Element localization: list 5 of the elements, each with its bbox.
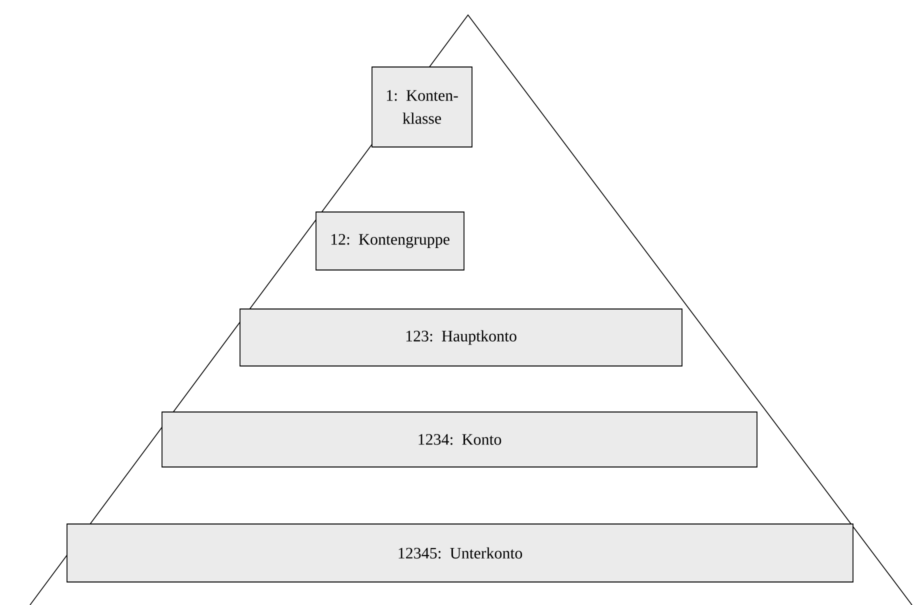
level-box: 12: Kontengruppe — [316, 212, 464, 270]
level-box: 1234: Konto — [162, 412, 758, 468]
level-box: 123: Hauptkonto — [240, 308, 682, 366]
level-box: 12345: Unterkonto — [66, 524, 854, 582]
level-box: 1: Konten- klasse — [372, 66, 472, 148]
